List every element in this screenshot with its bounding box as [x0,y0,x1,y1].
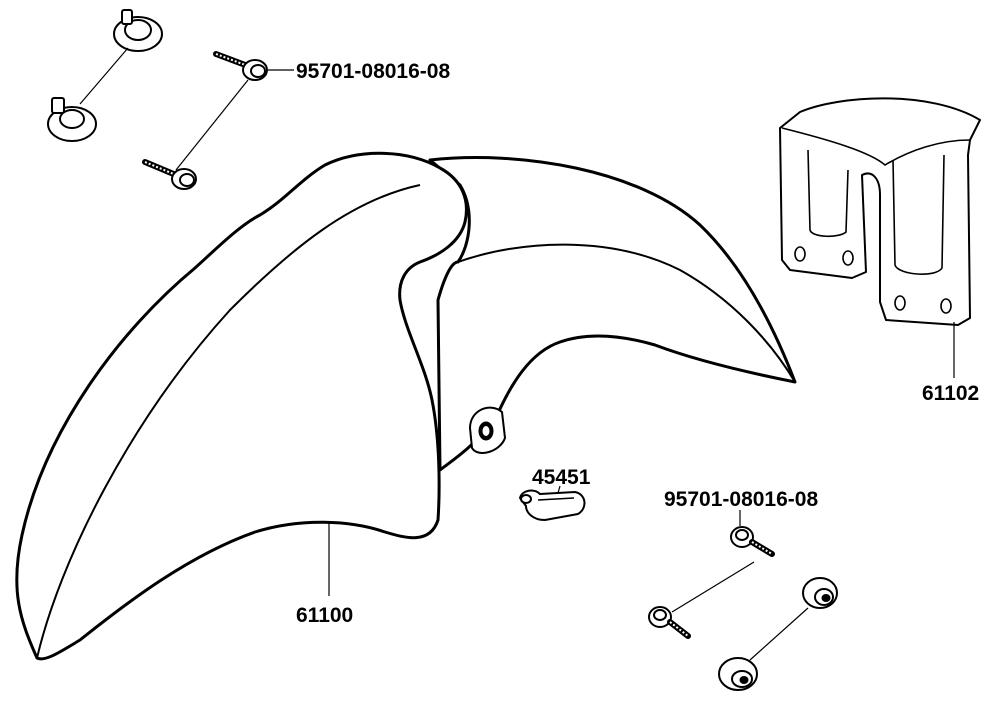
nut-bottom-lower [718,657,758,691]
bolt-bottom-leader [671,561,755,613]
bolt-top-leader [175,79,249,171]
nut-bottom-leader [749,607,809,661]
label-bolt-bottom: 95701-08016-08 [664,488,818,511]
bolt-bottom-lower [648,606,691,639]
bolt-bottom-upper [730,526,775,557]
nut-bottom-upper [802,577,838,609]
label-leader-clip [557,485,561,494]
bolt-top-upper [213,51,268,81]
fender-bracket [779,97,981,326]
grommet-lower [47,97,97,142]
label-bolt-top: 95701-08016-08 [296,60,450,83]
bolt-top-lower [142,159,197,190]
grommet-top [113,9,163,52]
grommet-leader [79,47,129,105]
clip [519,489,586,521]
label-bracket: 61102 [922,382,979,405]
front-fender [15,151,797,661]
label-clip: 45451 [532,466,591,489]
label-fender: 61100 [296,604,353,627]
